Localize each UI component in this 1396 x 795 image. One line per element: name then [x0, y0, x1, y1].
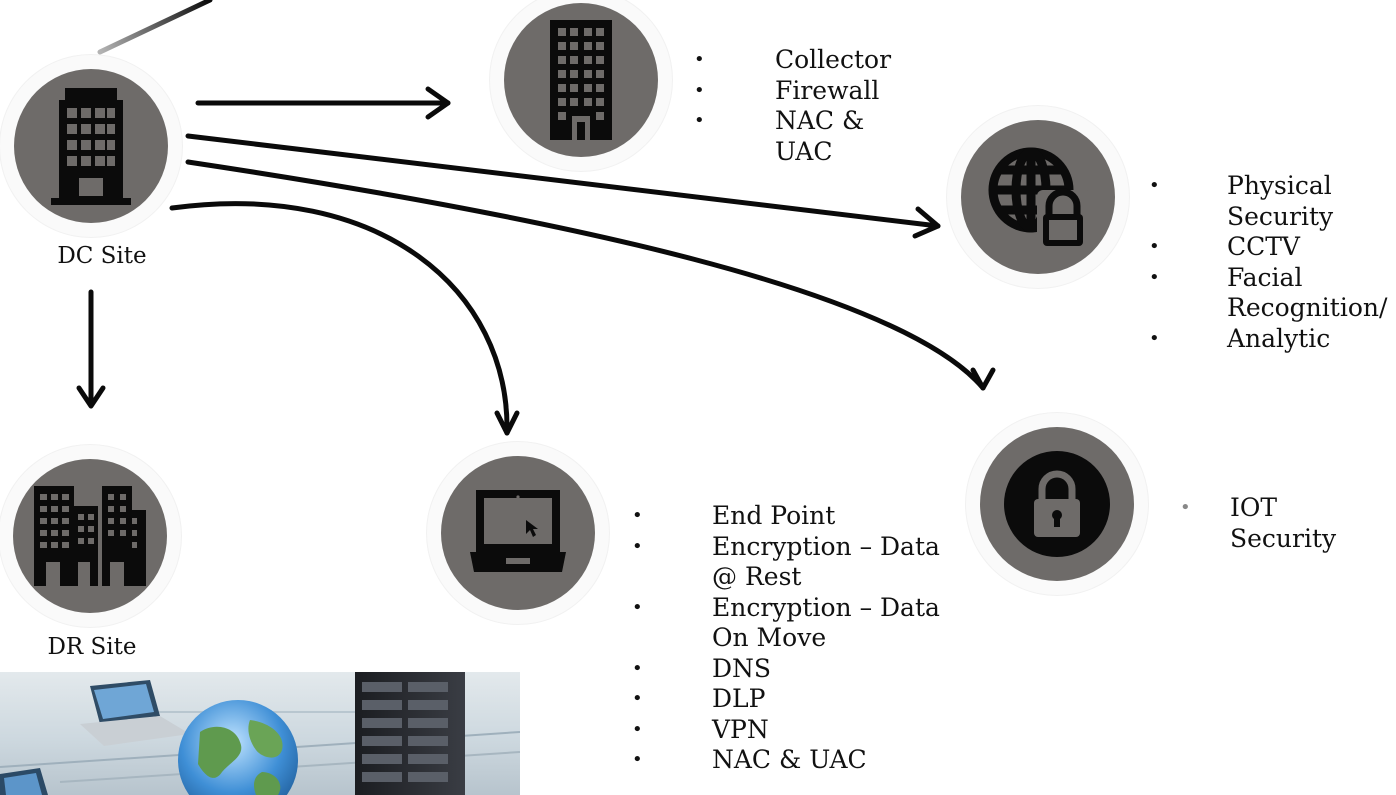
item-text: DLP — [712, 684, 766, 713]
item-text: NAC & UAC — [712, 745, 867, 774]
physical-security-node — [961, 120, 1115, 274]
list-item: • VPN — [632, 715, 962, 746]
item-text: IOT — [1230, 493, 1278, 522]
list-item: • DNS — [632, 654, 962, 685]
server-rack-illustration — [355, 672, 465, 795]
list-item: Security — [1149, 202, 1396, 233]
bullet-glyph: • — [632, 505, 643, 526]
item-text: On Move — [712, 623, 827, 652]
twin-buildings-icon — [34, 486, 146, 586]
item-text: Encryption – Data — [712, 531, 940, 561]
list-item: Recognition/ — [1149, 293, 1396, 324]
list-item: Security — [1180, 524, 1380, 555]
item-text: End Point — [712, 501, 836, 530]
bullet-glyph: • — [632, 749, 643, 770]
tall-building-icon — [550, 20, 612, 140]
item-text: Analytic — [1227, 323, 1331, 353]
arrow-dc-to-iot — [185, 159, 986, 391]
item-text: Firewall — [775, 75, 880, 105]
bullet-glyph: • — [632, 718, 643, 740]
endpoint-security-node — [441, 456, 595, 610]
item-text: CCTV — [1227, 232, 1300, 261]
bullet-glyph: • — [632, 688, 643, 709]
dr-site-label: DR Site — [47, 634, 137, 660]
item-text: Collector — [775, 45, 892, 74]
arrow-dc-to-physical — [185, 133, 941, 229]
bullet-glyph: • — [694, 49, 705, 70]
bullet-glyph: • — [1149, 327, 1160, 349]
item-text: DNS — [712, 653, 772, 683]
list-item: • Physical — [1149, 171, 1396, 202]
globe-lock-icon — [988, 147, 1091, 248]
network-security-list: • Collector • Firewall • NAC & UAC — [694, 45, 914, 167]
list-item: • DLP — [632, 684, 962, 715]
item-text: Recognition/ — [1227, 293, 1388, 322]
list-item: • CCTV — [1149, 232, 1396, 263]
network-illustration-photo — [0, 672, 520, 795]
bullet-glyph: • — [694, 79, 705, 101]
arrowhead-physical — [912, 206, 941, 239]
list-item: • Encryption – Data — [632, 532, 962, 563]
list-item: • NAC & UAC — [632, 745, 962, 776]
laptop-illustration — [80, 680, 190, 746]
iot-security-list: • IOT Security — [1180, 493, 1380, 554]
arrowhead-iot — [970, 367, 996, 391]
bullet-glyph: • — [694, 110, 705, 131]
arrowhead-dr — [76, 385, 106, 409]
top-left-connector — [97, 0, 213, 55]
list-item: UAC — [694, 137, 914, 168]
item-text: @ Rest — [712, 562, 802, 591]
item-text: Physical — [1227, 171, 1332, 200]
bullet-glyph: • — [632, 596, 643, 618]
list-item: On Move — [632, 623, 962, 654]
office-building-icon — [51, 88, 131, 205]
bullet-glyph: • — [632, 657, 643, 679]
item-text: Security — [1230, 523, 1337, 553]
list-item: • Analytic — [1149, 324, 1396, 355]
arrow-dc-to-endpoint — [169, 201, 510, 436]
bullet-glyph: • — [1149, 266, 1160, 288]
item-text: NAC & — [775, 106, 865, 135]
list-item: • Collector — [694, 45, 914, 76]
list-item: • NAC & — [694, 106, 914, 137]
dc-site-label: DC Site — [57, 243, 147, 269]
physical-security-list: • Physical Security • CCTV • Facial Recogni… — [1149, 171, 1396, 354]
iot-security-node — [980, 427, 1134, 581]
list-item: @ Rest — [632, 562, 962, 593]
bullet-glyph: • — [1180, 497, 1191, 518]
list-item: • Encryption – Data — [632, 593, 962, 624]
item-text: Facial — [1227, 262, 1303, 292]
laptop-icon — [470, 490, 566, 572]
network-security-node — [504, 3, 658, 157]
bullet-glyph: • — [1149, 236, 1160, 257]
list-item: • Firewall — [694, 76, 914, 107]
list-item: • IOT — [1180, 493, 1380, 524]
bullet-glyph: • — [632, 535, 643, 557]
endpoint-security-list: • End Point • Encryption – Data @ Rest • En… — [632, 501, 962, 776]
item-text: Encryption – Data — [712, 592, 940, 622]
bullet-glyph: • — [1149, 175, 1160, 196]
item-text: VPN — [712, 714, 769, 744]
padlock-icon — [1004, 451, 1110, 557]
network-illustration — [0, 672, 520, 795]
list-item: • Facial — [1149, 263, 1396, 294]
dc-site-node — [14, 69, 168, 223]
arrowhead-endpoint — [494, 410, 520, 436]
list-item: • End Point — [632, 501, 962, 532]
item-text: Security — [1227, 201, 1334, 231]
arrowhead-network — [425, 86, 451, 120]
item-text: UAC — [775, 136, 833, 166]
dr-site-node — [13, 459, 167, 613]
globe-illustration — [178, 700, 298, 795]
